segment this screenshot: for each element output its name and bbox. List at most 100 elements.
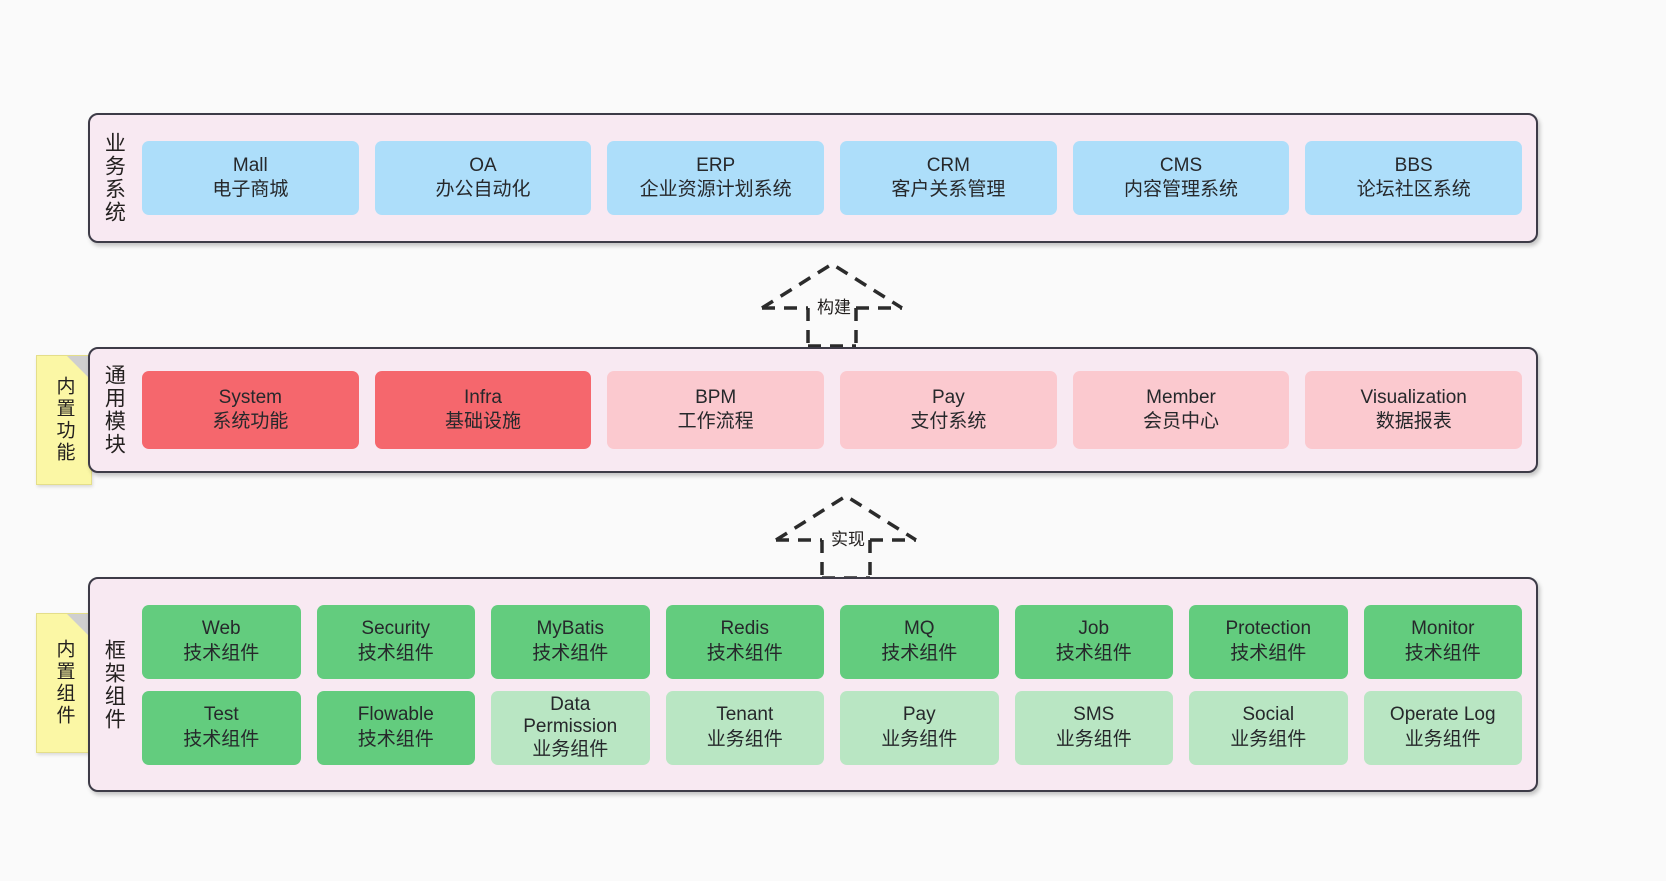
note-fold-icon [67,356,91,380]
card-protection[interactable]: Protection 技术组件 [1189,604,1348,679]
card-title: Security [361,618,431,640]
card-subtitle: 论坛社区系统 [1356,179,1471,200]
card-pay-component[interactable]: Pay 业务组件 [840,690,999,765]
card-crm[interactable]: CRM 客户关系管理 [840,141,1057,215]
card-operate-log[interactable]: Operate Log 业务组件 [1363,690,1522,765]
card-bpm[interactable]: BPM 工作流程 [607,371,825,449]
card-subtitle: 客户关系管理 [891,179,1006,200]
card-security[interactable]: Security 技术组件 [316,604,475,679]
card-mq[interactable]: MQ 技术组件 [840,604,999,679]
card-title: Mall [232,154,268,176]
card-mybatis[interactable]: MyBatis 技术组件 [491,604,650,679]
card-title: BPM [695,386,737,408]
card-test[interactable]: Test 技术组件 [142,690,301,765]
card-visualization[interactable]: Visualization 数据报表 [1305,371,1523,449]
card-cms[interactable]: CMS 内容管理系统 [1072,141,1290,215]
connector-realize-label: 实现 [828,524,868,551]
card-title: Operate Log [1389,704,1496,726]
card-subtitle: 数据报表 [1375,411,1452,432]
card-title: MyBatis [536,618,605,640]
sticky-note-builtin-component: 内置组件 [36,613,92,753]
card-title: Monitor [1411,618,1475,640]
card-oa[interactable]: OA 办公自动化 [374,141,592,215]
card-subtitle: 技术组件 [183,642,260,664]
card-subtitle: 技术组件 [532,642,609,664]
layer-module-label: 通用模块 [102,364,126,456]
layer-business-system: 业务系统 Mall 电子商城 OA 办公自动化 ERP 企业资源计划系统 CRM [88,113,1538,243]
card-title: MQ [903,618,935,640]
layer-framework-cards: Web 技术组件 Security 技术组件 MyBatis 技术组件 Redi… [136,579,1536,790]
card-subtitle: 业务组件 [1404,728,1481,750]
card-subtitle: 技术组件 [183,728,260,750]
card-title: System [218,386,283,408]
card-subtitle: 会员中心 [1143,411,1220,432]
card-system[interactable]: System 系统功能 [142,371,359,449]
connector-build: 构建 [752,256,912,348]
card-infra[interactable]: Infra 基础设施 [374,371,592,449]
note-fold-icon [67,614,91,638]
card-subtitle: 电子商城 [212,179,289,200]
card-title: Flowable [357,704,434,726]
card-title: Data [550,693,591,715]
card-mall[interactable]: Mall 电子商城 [142,141,359,215]
layer-framework-label: 框架组件 [102,638,126,731]
card-title: CRM [926,154,970,176]
card-sms[interactable]: SMS 业务组件 [1014,690,1173,765]
card-subtitle: 工作流程 [677,411,754,432]
card-title: Social [1242,704,1295,726]
card-subtitle: 技术组件 [706,642,783,664]
sticky-note-builtin-feature: 内置功能 [36,355,92,485]
card-subtitle: 企业资源计划系统 [639,179,792,200]
layer-business-label: 业务系统 [102,132,126,224]
card-title: Job [1078,618,1110,640]
card-title: Test [203,704,239,726]
card-title: Web [201,618,241,640]
card-subtitle: 系统功能 [212,411,289,432]
card-title: ERP [696,154,736,176]
layer-common-module: 通用模块 System 系统功能 Infra 基础设施 BPM 工作流程 Pay [88,347,1538,473]
card-member[interactable]: Member 会员中心 [1072,371,1290,449]
card-web[interactable]: Web 技术组件 [142,604,301,679]
card-subtitle: 基础设施 [445,411,522,432]
connector-realize: 实现 [766,488,926,580]
card-title: Tenant [716,704,774,726]
card-title: Pay [902,704,936,726]
card-title: Protection [1225,618,1312,640]
card-subtitle: 支付系统 [910,411,987,432]
card-subtitle: 技术组件 [1230,642,1307,664]
card-bbs[interactable]: BBS 论坛社区系统 [1305,141,1523,215]
card-title: Visualization [1360,386,1467,408]
card-subtitle: 业务组件 [706,728,783,750]
framework-row-technical: Web 技术组件 Security 技术组件 MyBatis 技术组件 Redi… [142,604,1522,679]
card-flowable[interactable]: Flowable 技术组件 [316,690,475,765]
card-data-permission[interactable]: Data Permission 业务组件 [491,690,650,765]
card-subtitle: 技术组件 [357,642,434,664]
card-redis[interactable]: Redis 技术组件 [665,604,824,679]
card-title: CMS [1159,154,1203,176]
card-social[interactable]: Social 业务组件 [1189,690,1348,765]
note-label: 内置组件 [53,639,75,727]
card-title: Redis [720,618,770,640]
card-monitor[interactable]: Monitor 技术组件 [1363,604,1522,679]
card-subtitle: 业务组件 [1055,728,1132,750]
build-arrow-icon [761,261,903,348]
card-erp[interactable]: ERP 企业资源计划系统 [607,141,825,215]
card-subtitle: 技术组件 [1055,642,1132,664]
card-job[interactable]: Job 技术组件 [1014,604,1173,679]
card-subtitle: 内容管理系统 [1124,179,1239,200]
card-pay-module[interactable]: Pay 支付系统 [840,371,1057,449]
note-label: 内置功能 [53,376,75,464]
card-title: BBS [1394,154,1433,176]
framework-row-business: Test 技术组件 Flowable 技术组件 Data Permission … [142,690,1522,765]
connector-build-label: 构建 [814,292,854,319]
layer-framework-component: 框架组件 Web 技术组件 Security 技术组件 MyBatis 技 [88,577,1538,792]
card-subtitle: 技术组件 [881,642,958,664]
card-subtitle: 业务组件 [881,728,958,750]
card-title: Pay [931,386,965,408]
card-tenant[interactable]: Tenant 业务组件 [665,690,824,765]
card-title-line2: Permission [523,716,618,738]
card-title: OA [469,154,497,176]
card-title: Infra [463,386,503,408]
card-subtitle: 办公自动化 [435,179,531,200]
